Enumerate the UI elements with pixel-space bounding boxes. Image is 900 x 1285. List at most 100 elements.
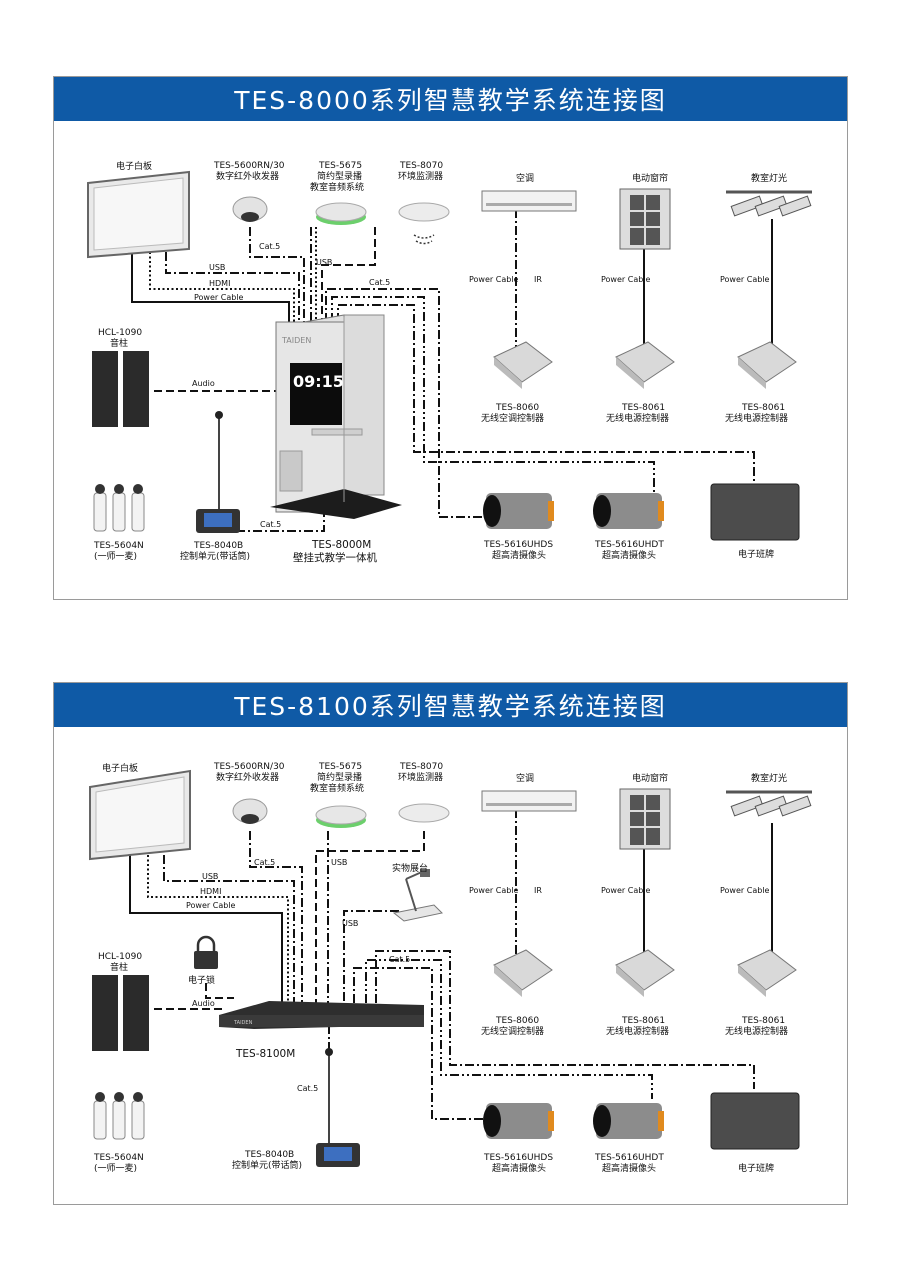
environment-monitor-icon — [398, 202, 450, 245]
brand-label: TAIDEN — [233, 1020, 253, 1026]
main-to-board-line — [375, 950, 755, 1089]
main-to-cam1-line — [353, 967, 486, 1120]
ir-cat5-line — [249, 227, 305, 322]
controller3-name: 无线电源控制器 — [725, 1025, 788, 1037]
camera1-model: TES-5616UHDS — [483, 1153, 553, 1163]
label-power-ac: Power Cable — [469, 886, 519, 895]
whiteboard-hdmi-line — [149, 252, 295, 322]
screen-time: 09:15 — [293, 372, 344, 391]
ir-model: TES-5600RN/30 — [213, 762, 285, 772]
main-name: 壁挂式教学一体机 — [293, 551, 377, 564]
label-usb-audio: USB — [331, 858, 347, 867]
wireless-power-controller-icon — [737, 949, 797, 997]
ceiling-audio-icon — [315, 805, 367, 828]
control-cat5-line — [236, 513, 325, 532]
controller3-model: TES-8061 — [741, 1016, 785, 1026]
controller2-name: 无线电源控制器 — [606, 412, 669, 424]
label-cat5-main: Cat.5 — [369, 278, 390, 287]
camera1-model: TES-5616UHDS — [483, 540, 553, 550]
audio-name2: 教室音频系统 — [310, 782, 364, 794]
visualizer-label: 实物展台 — [392, 862, 428, 874]
connection-lines — [131, 209, 773, 532]
label-power-wb: Power Cable — [194, 293, 244, 302]
panel-title: TES-8100系列智慧教学系统连接图 — [54, 683, 847, 727]
air-conditioner-icon — [481, 190, 577, 212]
label-cat5-ctrl: Cat.5 — [260, 520, 281, 529]
teaching-all-in-one-icon — [270, 314, 402, 519]
light-label: 教室灯光 — [751, 772, 787, 784]
camera-uhdt-icon — [593, 493, 664, 529]
mic-model: TES-5604N — [93, 1153, 144, 1163]
label-audio: Audio — [192, 379, 215, 388]
label-power-light: Power Cable — [720, 275, 770, 284]
control-model: TES-8040B — [193, 541, 243, 551]
mic-name: (一师一麦) — [94, 550, 137, 562]
label-usb-wb: USB — [209, 263, 225, 272]
label-power-curtain: Power Cable — [601, 886, 651, 895]
ir-cat5-line — [249, 831, 303, 1003]
ir-name: 数字红外收发器 — [216, 771, 279, 783]
controller1-name: 无线空调控制器 — [481, 412, 544, 424]
ceiling-audio-icon — [315, 202, 367, 225]
mic-name: (一师一麦) — [94, 1162, 137, 1174]
visualizer-usb-line — [343, 910, 399, 1003]
connection-diagram-8100: Cat.5 USB USB HDMI Power Cable USB Cat.5… — [89, 762, 812, 1174]
whiteboard-power-line — [129, 855, 283, 1003]
env-line — [321, 227, 376, 322]
diagram-panel-8100: TES-8100系列智慧教学系统连接图 Cat.5 USB USB HDMI P… — [53, 682, 848, 1205]
whiteboard-icon — [87, 170, 190, 259]
audio-model: TES-5675 — [318, 161, 362, 171]
speaker-column-icon — [92, 351, 149, 427]
whiteboard-icon — [89, 769, 191, 861]
light-label: 教室灯光 — [751, 172, 787, 184]
label-cat5-ir: Cat.5 — [254, 858, 275, 867]
mic-model: TES-5604N — [93, 541, 144, 551]
class-board-icon — [710, 483, 800, 541]
curtain-label: 电动窗帘 — [632, 772, 668, 784]
camera2-name: 超高清摄像头 — [602, 549, 656, 561]
audio-name2: 教室音频系统 — [310, 181, 364, 193]
wireless-ac-controller-icon — [493, 341, 553, 389]
controller1-model: TES-8060 — [495, 403, 539, 413]
control-model: TES-8040B — [244, 1150, 294, 1160]
lock-label: 电子锁 — [188, 974, 215, 986]
main-model: TES-8000M — [311, 539, 371, 551]
control-name: 控制单元(带话筒) — [232, 1159, 302, 1171]
label-hdmi: HDMI — [200, 887, 221, 896]
label-ir: IR — [534, 886, 542, 895]
label-hdmi: HDMI — [209, 279, 230, 288]
env-name: 环境监测器 — [398, 170, 443, 182]
env-name: 环境监测器 — [398, 771, 443, 783]
main-controller-unit-icon — [219, 1001, 424, 1029]
classroom-light-icon — [726, 790, 812, 817]
camera1-name: 超高清摄像头 — [492, 549, 546, 561]
air-conditioner-icon — [481, 790, 577, 812]
label-usb-wb: USB — [202, 872, 218, 881]
label-power-light: Power Cable — [720, 886, 770, 895]
curtain-label: 电动窗帘 — [632, 172, 668, 184]
wireless-mic-icon — [93, 1092, 145, 1140]
ac-label: 空调 — [516, 772, 534, 784]
whiteboard-label: 电子白板 — [116, 160, 152, 172]
wireless-ac-controller-icon — [493, 949, 553, 997]
main-to-cam2-line — [331, 296, 655, 495]
camera1-name: 超高清摄像头 — [492, 1162, 546, 1174]
audio-name1: 简约型录播 — [317, 170, 362, 182]
control-unit-icon — [316, 1048, 360, 1167]
whiteboard-usb-line — [163, 855, 295, 1003]
panel-title: TES-8000系列智慧教学系统连接图 — [54, 77, 847, 121]
speaker-model: HCL-1090 — [98, 328, 142, 338]
wireless-power-controller-icon — [615, 341, 675, 389]
label-usb-visualizer: USB — [342, 919, 358, 928]
audio-name1: 简约型录播 — [317, 771, 362, 783]
main-to-board-line — [337, 304, 755, 483]
label-cat5-main: Cat.5 — [389, 955, 410, 964]
curtain-icon — [619, 788, 671, 850]
controller1-name: 无线空调控制器 — [481, 1025, 544, 1037]
env-model: TES-8070 — [399, 161, 443, 171]
speaker-name: 音柱 — [110, 961, 128, 973]
class-board-label: 电子班牌 — [738, 548, 774, 560]
controller2-model: TES-8061 — [621, 403, 665, 413]
ac-label: 空调 — [516, 172, 534, 184]
class-board-label: 电子班牌 — [738, 1162, 774, 1174]
